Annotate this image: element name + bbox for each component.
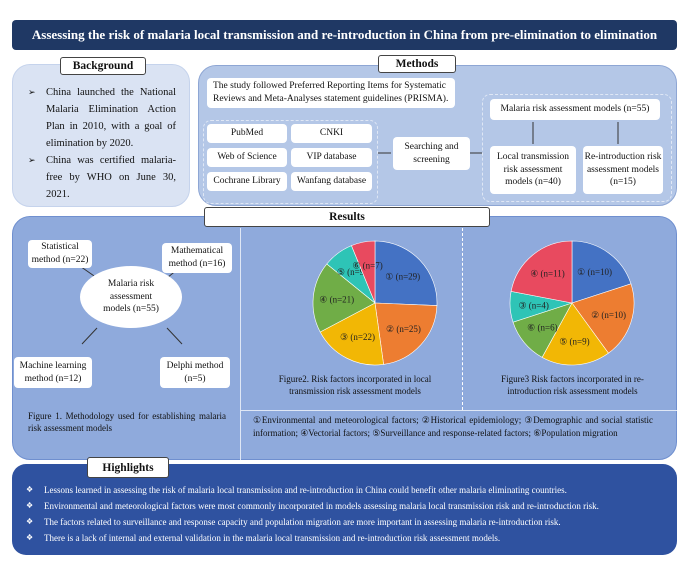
background-label: Background [60, 57, 146, 75]
pie-label: ④ (n=21) [319, 294, 354, 304]
databases-group [203, 120, 378, 204]
background-list: China launched the National Malaria Elim… [28, 84, 176, 203]
prisma-box: The study followed Preferred Reporting I… [207, 78, 455, 108]
factor-legend: ①Environmental and meteorological factor… [253, 415, 653, 438]
db-cnki: CNKI [291, 124, 372, 143]
highlight-item: There is a lack of internal and external… [22, 530, 672, 546]
total-models-box: Malaria risk assessment models (n=55) [490, 99, 660, 120]
divider-vertical [240, 228, 241, 460]
pie-label: ② (n=10) [591, 310, 626, 320]
background-item: China was certified malaria-free by WHO … [28, 152, 176, 203]
divider-horizontal [240, 410, 677, 411]
pie-label: ① (n=29) [385, 271, 420, 281]
pie-slice [571, 283, 635, 354]
fig2-caption: Figure2. Risk factors incorporated in lo… [278, 374, 432, 396]
highlights-list: Lessons learned in assessing the risk of… [22, 482, 672, 546]
highlight-item: Environmental and meteorological factors… [22, 498, 672, 514]
methods-arrows [378, 122, 619, 154]
mathematical-method-box: Mathematical method (n=16) [162, 243, 232, 273]
delphi-method-box: Delphi method (n=5) [160, 357, 230, 388]
methods-label: Methods [378, 55, 456, 73]
pie-label: ③ (n=4) [518, 300, 548, 310]
pie-slice [319, 302, 384, 366]
pie-label: ② (n=25) [386, 324, 421, 334]
fig3-caption: Figure3 Risk factors incorporated in re-… [501, 374, 644, 396]
pie-chart-local: ① (n=29) ② (n=25) ③ (n=22) ④ (n=21) ⑤ (n=9)⑥… [312, 240, 438, 366]
pie-slice [312, 263, 376, 333]
fig1-caption: Figure 1. Methodology used for establish… [28, 411, 226, 433]
pie-chart-reintro: ① (n=10) ② (n=10) ⑤ (n=9)⑥ (n=6) ③ (n=4) ④ (… [509, 240, 635, 366]
poster-title: Assessing the risk of malaria local tran… [12, 20, 677, 50]
pie-slice [374, 240, 438, 306]
center-models-ellipse: Malaria risk assessment models (n=55) [80, 266, 182, 328]
db-wanfang: Wanfang database [291, 172, 372, 191]
pie-slice [571, 240, 632, 304]
pie-label: ⑤ (n=9) [337, 267, 367, 277]
pie-label: ⑥ (n=7) [352, 260, 382, 270]
searching-box: Searching and screening [393, 137, 470, 170]
highlight-item: The factors related to surveillance and … [22, 514, 672, 530]
statistical-method-box: Statistical method (n=22) [28, 240, 92, 268]
pie-label: ① (n=10) [577, 267, 612, 277]
divider-dashed [462, 228, 463, 410]
results-label: Results [204, 207, 490, 227]
highlights-label: Highlights [87, 457, 169, 478]
pie-label: ③ (n=22) [340, 332, 375, 342]
highlight-item: Lessons learned in assessing the risk of… [22, 482, 672, 498]
db-cochrane: Cochrane Library [207, 172, 287, 191]
models-group [482, 94, 672, 202]
pie-slice [541, 302, 609, 366]
db-wos: Web of Science [207, 148, 287, 167]
pie-slice [351, 240, 376, 304]
background-item: China launched the National Malaria Elim… [28, 84, 176, 152]
db-pubmed: PubMed [207, 124, 287, 143]
pie-label: ⑤ (n=9) [559, 336, 589, 346]
pie-slice [374, 302, 438, 365]
pie-slice [510, 240, 573, 304]
reintro-models-box: Re-introduction risk assessment models (… [583, 146, 663, 194]
pie-label: ⑥ (n=6) [527, 323, 557, 333]
pie-label: ④ (n=11) [530, 268, 565, 278]
local-models-box: Local transmission risk assessment model… [490, 146, 576, 194]
db-vip: VIP database [291, 148, 372, 167]
machine-learning-box: Machine learning method (n=12) [14, 357, 92, 388]
